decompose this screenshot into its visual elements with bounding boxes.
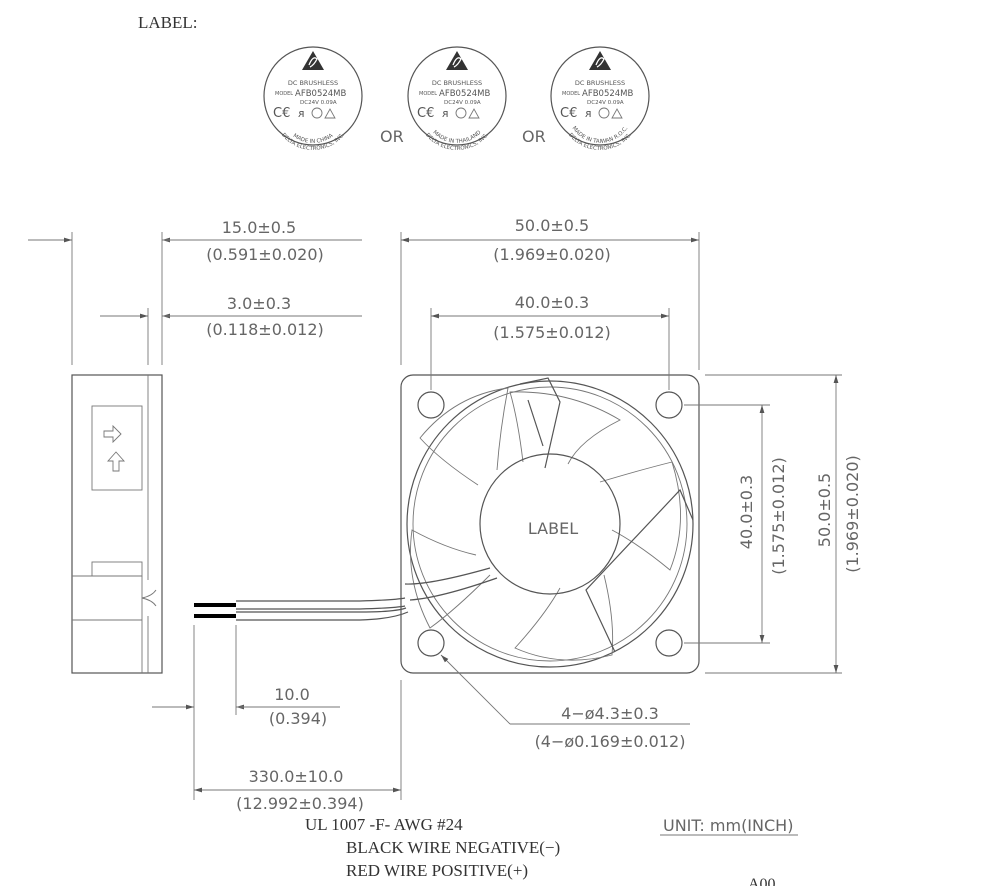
- height-in: (1.969±0.020): [843, 455, 862, 573]
- tuv-mark: [324, 108, 336, 119]
- label-taiwan: DC BRUSHLESS MODEL AFB0524MB DC24V 0.09A…: [550, 46, 650, 152]
- label-model-prefix: MODEL: [562, 91, 580, 97]
- hole-pitch-mm: 40.0±0.3: [515, 293, 589, 312]
- depth-mm: 15.0±0.5: [222, 218, 296, 237]
- csa-mark: [311, 107, 323, 119]
- ul-mark: ᴙ: [442, 107, 449, 120]
- strip-in: (0.394): [269, 709, 327, 728]
- width-mm: 50.0±0.5: [515, 216, 589, 235]
- label-rating: DC24V 0.09A: [300, 100, 337, 106]
- label-model: AFB0524MB: [295, 89, 347, 99]
- lead-wires: [194, 597, 409, 621]
- hole-in: (4−ø0.169±0.012): [535, 732, 686, 751]
- ul-mark: ᴙ: [298, 107, 305, 120]
- width-in: (1.969±0.020): [493, 245, 611, 264]
- hole-mm: 4−ø4.3±0.3: [561, 704, 659, 723]
- height-mm: 50.0±0.5: [815, 473, 834, 547]
- flange-mm: 3.0±0.3: [227, 294, 291, 313]
- mount-hole: [655, 629, 683, 657]
- hole-pitch-v-mm: 40.0±0.3: [737, 475, 756, 549]
- label-model: AFB0524MB: [582, 89, 634, 99]
- strip-mm: 10.0: [274, 685, 310, 704]
- front-view: LABEL: [400, 374, 700, 674]
- depth-in: (0.591±0.020): [206, 245, 324, 264]
- label-china: DC BRUSHLESS MODEL AFB0524MB DC24V 0.09A…: [263, 46, 363, 152]
- csa-mark: [455, 107, 467, 119]
- label-line1: DC BRUSHLESS: [575, 79, 625, 87]
- label-model: AFB0524MB: [439, 89, 491, 99]
- ce-mark: C€: [417, 106, 434, 121]
- label-rating: DC24V 0.09A: [444, 100, 481, 106]
- csa-mark: [598, 107, 610, 119]
- label-model-prefix: MODEL: [275, 91, 293, 97]
- hub-label: LABEL: [528, 519, 578, 538]
- flange-in: (0.118±0.012): [206, 320, 324, 339]
- wire-spec-note: UL 1007 -F- AWG #24: [305, 815, 463, 834]
- hub: [479, 453, 621, 595]
- ce-mark: C€: [560, 106, 577, 121]
- mount-hole: [655, 391, 683, 419]
- wire-len-in: (12.992±0.394): [236, 794, 364, 813]
- or-text-2: OR: [522, 127, 546, 146]
- or-text-1: OR: [380, 127, 404, 146]
- rotation-arrow-up-icon: [106, 451, 126, 472]
- mount-hole: [417, 629, 445, 657]
- fan-blades: [410, 387, 681, 661]
- label-line1: DC BRUSHLESS: [432, 79, 482, 87]
- label-rating: DC24V 0.09A: [587, 100, 624, 106]
- label-model-prefix: MODEL: [419, 91, 437, 97]
- ul-mark: ᴙ: [585, 107, 592, 120]
- label-thailand: DC BRUSHLESS MODEL AFB0524MB DC24V 0.09A…: [407, 46, 507, 152]
- airflow-arrow-right-icon: [103, 424, 122, 444]
- hole-pitch-v-in: (1.575±0.012): [769, 457, 788, 575]
- tuv-mark: [468, 108, 480, 119]
- revision-mark: A00: [748, 876, 776, 886]
- side-view: [71, 374, 163, 674]
- unit-note: UNIT: mm(INCH): [663, 816, 793, 835]
- red-wire-note: RED WIRE POSITIVE(+): [346, 861, 528, 880]
- label-heading: LABEL:: [138, 13, 198, 32]
- hole-pitch-in: (1.575±0.012): [493, 323, 611, 342]
- ce-mark: C€: [273, 106, 290, 121]
- wire-len-mm: 330.0±10.0: [249, 767, 344, 786]
- dimensions: 15.0±0.5 (0.591±0.020) 3.0±0.3 (0.118±0.…: [28, 216, 862, 813]
- mount-hole: [417, 391, 445, 419]
- tuv-mark: [611, 108, 623, 119]
- label-line1: DC BRUSHLESS: [288, 79, 338, 87]
- black-wire-note: BLACK WIRE NEGATIVE(−): [346, 838, 560, 857]
